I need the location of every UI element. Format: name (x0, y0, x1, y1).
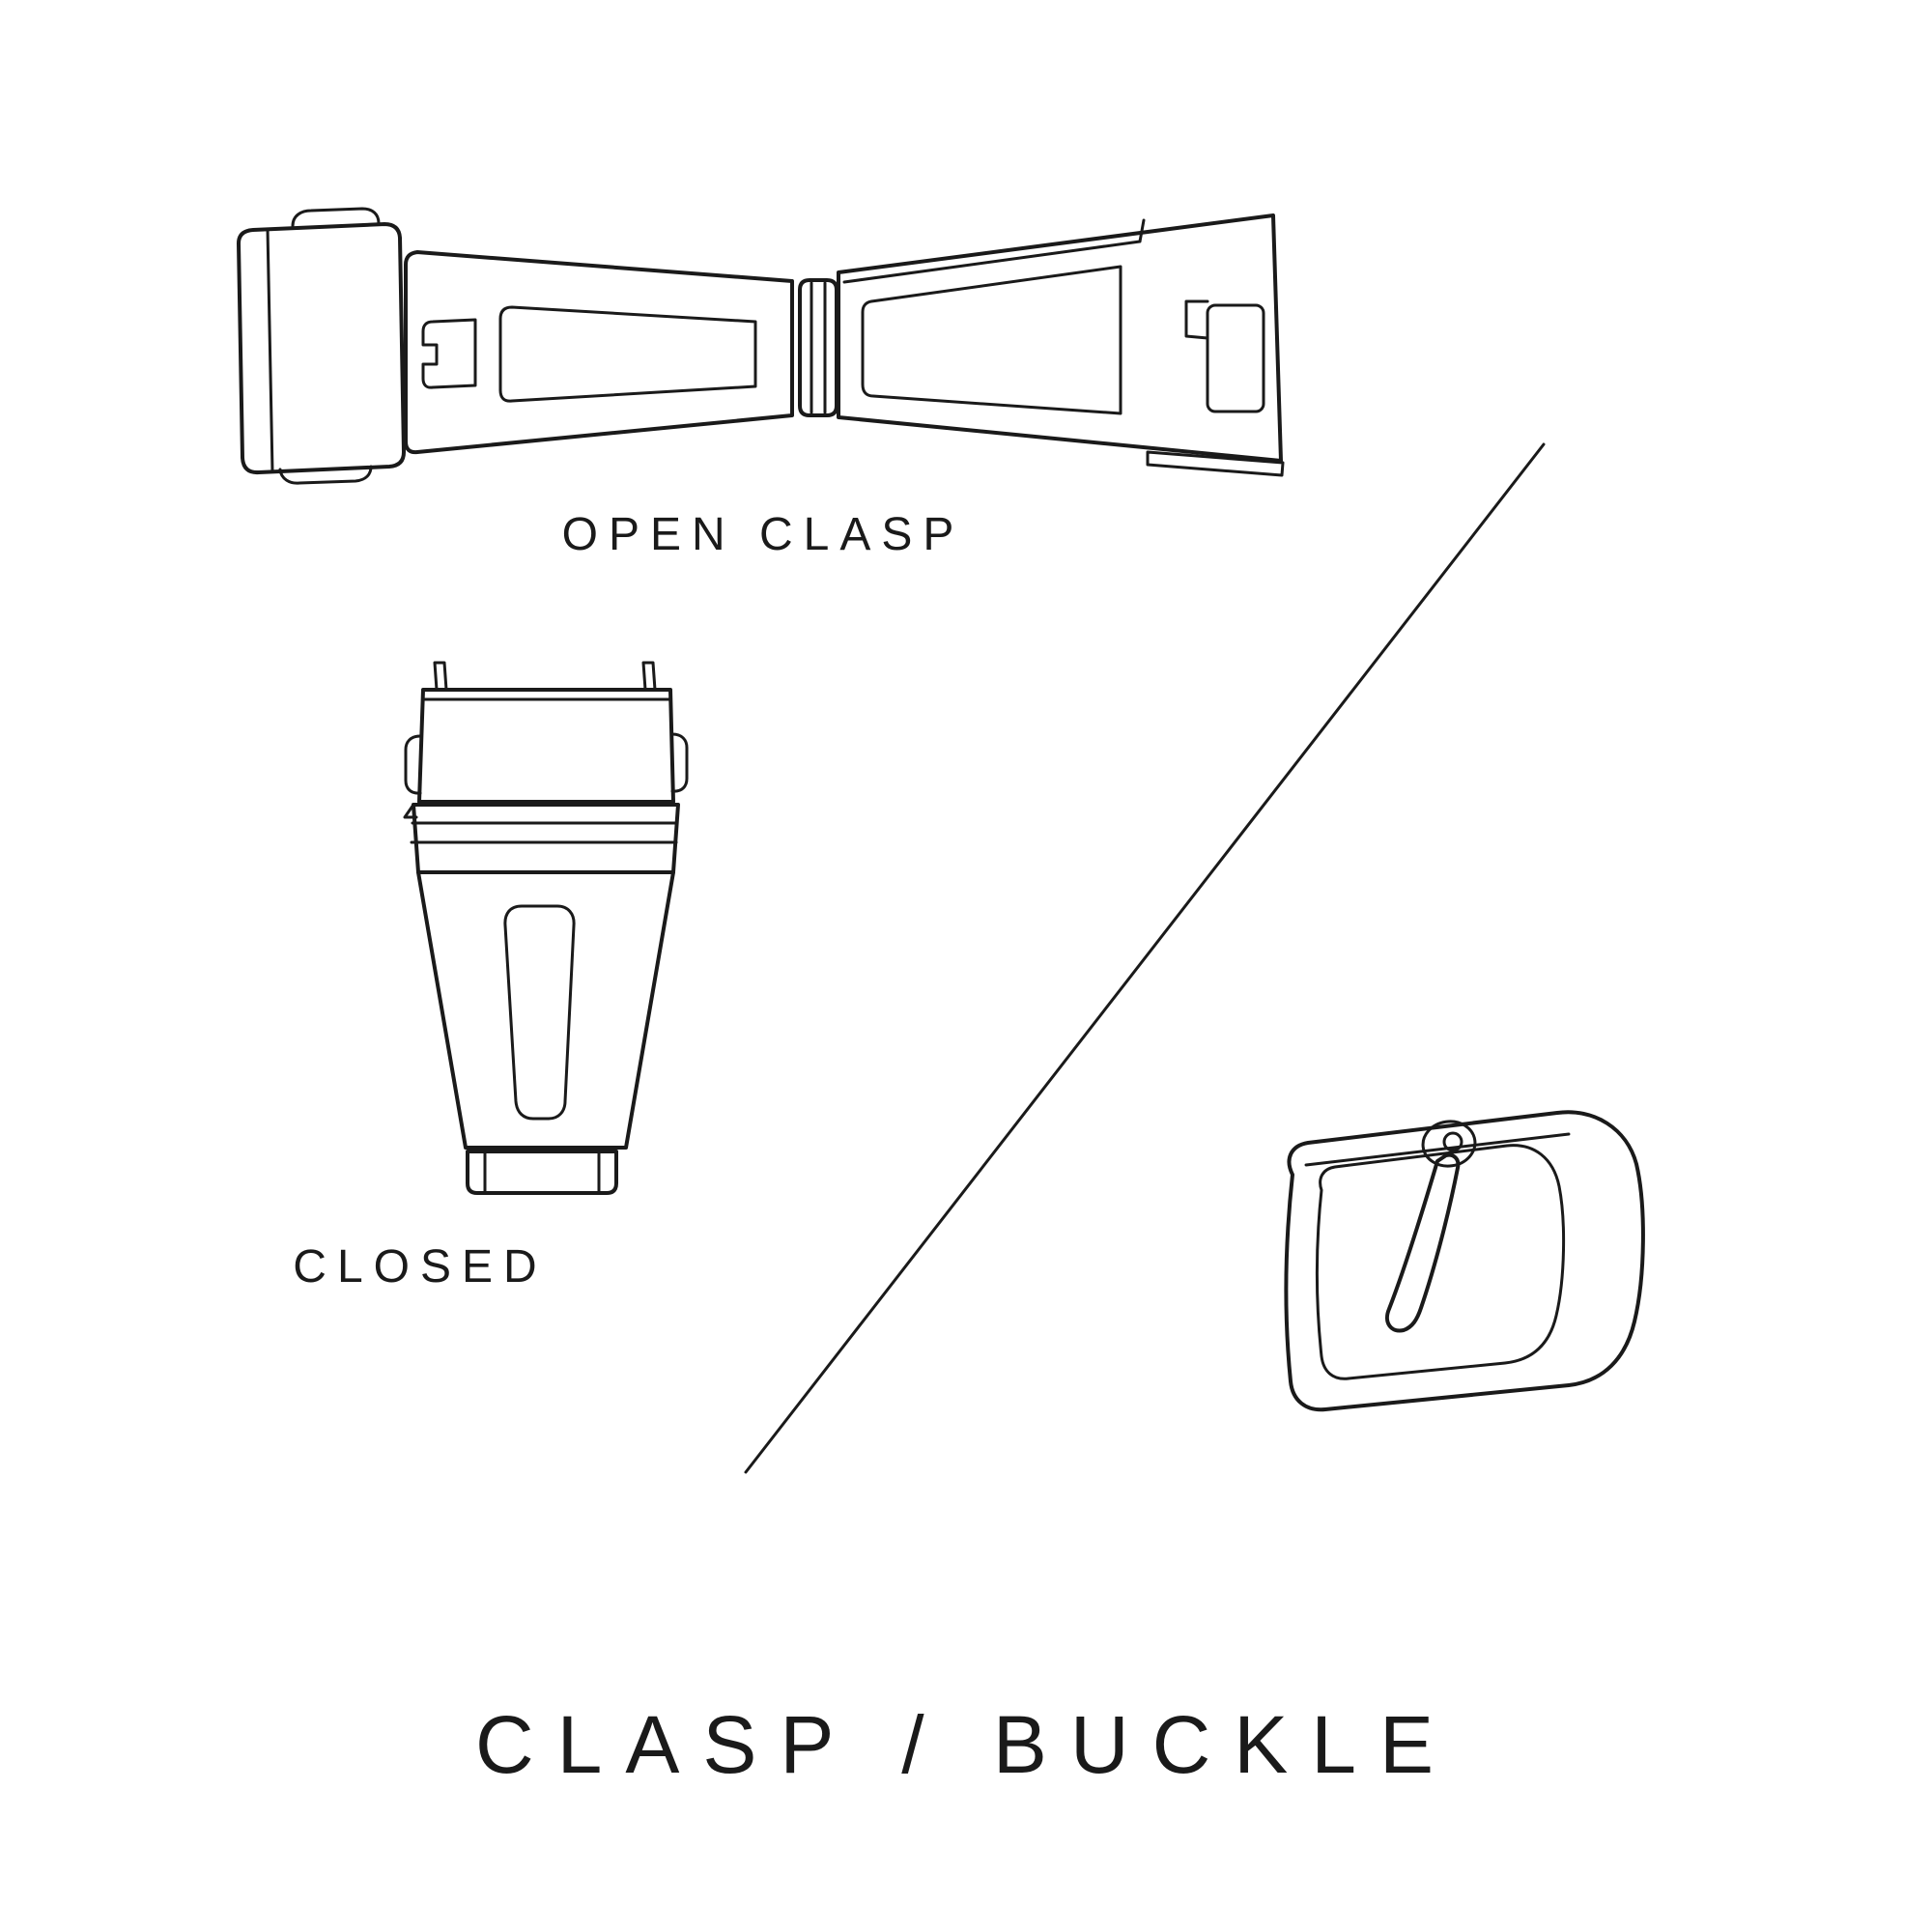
tang-buckle-illustration (1284, 1110, 1645, 1412)
diagonal-divider-line (744, 442, 1546, 1474)
closed-clasp-label: CLOSED (293, 1241, 548, 1293)
open-clasp-illustration (237, 207, 1285, 485)
page-title: CLASP / BUCKLE (474, 1699, 1458, 1790)
open-clasp-label: OPEN CLASP (561, 509, 965, 560)
closed-clasp-illustration (403, 661, 689, 1195)
